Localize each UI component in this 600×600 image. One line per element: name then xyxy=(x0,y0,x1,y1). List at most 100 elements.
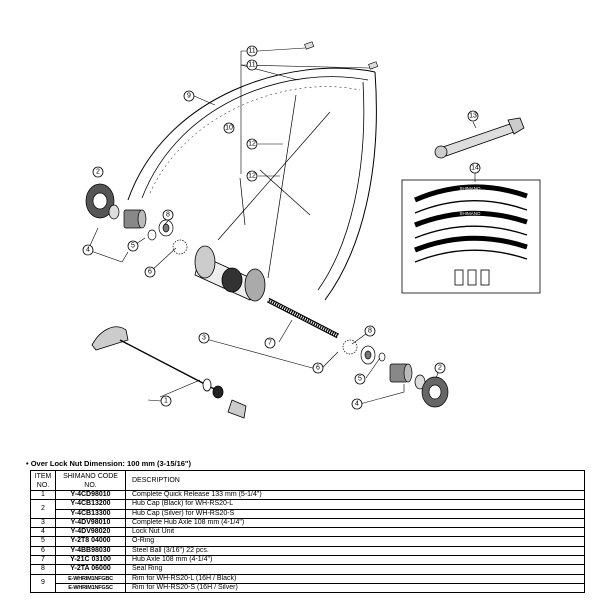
svg-text:2: 2 xyxy=(438,365,442,372)
table-header-row: ITEM NO. SHIMANO CODE NO. DESCRIPTION xyxy=(30,470,585,491)
code-no: E-WHRIM1NFGBC xyxy=(55,573,126,584)
code-no: Y-4CB13200 xyxy=(55,499,126,510)
callout-14 xyxy=(469,162,481,174)
description: Complete Hub Axle 108 mm (4-1/4") xyxy=(125,517,585,529)
spoke-nipple xyxy=(368,61,379,70)
callout-8-right xyxy=(364,325,376,337)
code-no: Y-4CD98010 xyxy=(55,489,126,501)
code-no: Y-2TA 06000 xyxy=(55,564,126,575)
sticker-label-top: SHIMANO xyxy=(459,186,481,191)
sticker-label-mid: SHIMANO xyxy=(459,211,481,216)
svg-text:7: 7 xyxy=(268,340,272,347)
item-no: 3 xyxy=(30,517,56,529)
description: Complete Quick Release 133 mm (5-1/4") xyxy=(125,489,585,501)
table-row: Y-4CB13300 Hub Cap (Silver) for WH-RS20-… xyxy=(31,508,585,519)
svg-text:4: 4 xyxy=(86,247,90,254)
description: O-Ring xyxy=(125,536,585,547)
code-no: Y-4DV98020 xyxy=(55,527,126,538)
svg-text:11: 11 xyxy=(248,48,255,55)
svg-text:5: 5 xyxy=(131,243,135,250)
description: Rim for WH-RS20-L (16H / Black) xyxy=(125,573,585,584)
quick-release xyxy=(91,326,247,419)
rim xyxy=(127,67,377,301)
callout-4-left xyxy=(82,244,94,256)
item-no: 9 xyxy=(30,573,56,594)
item-no: 7 xyxy=(30,555,56,566)
code-no: Y-4CB13300 xyxy=(55,508,126,519)
rim-sticker-set: SHIMANO SHIMANO xyxy=(401,179,541,294)
callout-12-bottom xyxy=(246,170,258,182)
callout-numbers: 11 11 9 10 12 12 2 8 4 5 6 3 7 8 5 6 2 4… xyxy=(86,48,479,408)
callout-10 xyxy=(223,122,235,134)
right-hub-parts xyxy=(342,339,449,408)
code-no: Y-2T8 04000 xyxy=(55,536,126,547)
svg-text:13: 13 xyxy=(469,113,477,120)
hub-axle xyxy=(266,297,340,339)
svg-text:5: 5 xyxy=(358,376,362,383)
svg-text:8: 8 xyxy=(166,212,170,219)
table-row: 1 Y-4CD98010 Complete Quick Release 133 … xyxy=(30,489,585,501)
item-no: 4 xyxy=(30,527,56,538)
item-no: 1 xyxy=(30,489,56,501)
table-row: 3 Y-4DV98010 Complete Hub Axle 108 mm (4… xyxy=(30,517,585,529)
svg-text:12: 12 xyxy=(248,141,256,148)
code-no: Y-21C 03100 xyxy=(55,555,126,566)
left-hub-parts xyxy=(85,183,188,255)
item-no: 5 xyxy=(30,536,56,547)
svg-text:6: 6 xyxy=(316,365,320,372)
description: Seal Ring xyxy=(125,564,585,575)
callout-12-top xyxy=(246,138,258,150)
table-row: E-WHRIM1NFGSC Rim for WH-RS20-S (16H / S… xyxy=(31,582,585,594)
description: Hub Axle 108 mm (4-1/4") xyxy=(125,555,585,566)
item-no: 8 xyxy=(30,564,56,575)
description: Hub Cap (Black) for WH-RS20-L xyxy=(125,499,585,510)
table-row: 9 E-WHRIM1NFGBC Rim for WH-RS20-L (16H /… xyxy=(30,573,585,594)
callout-1 xyxy=(160,395,172,407)
description: Hub Cap (Silver) for WH-RS20-S xyxy=(125,508,585,519)
svg-text:9: 9 xyxy=(187,93,191,100)
callout-11-top xyxy=(246,45,258,57)
table-row: 2 Y-4CB13200 Hub Cap (Black) for WH-RS20… xyxy=(30,499,585,519)
callout-9 xyxy=(183,90,195,102)
callout-4-right xyxy=(351,398,363,410)
description: Steel Ball (3/16") 22 pcs. xyxy=(125,545,585,557)
callout-6-right xyxy=(312,362,324,374)
svg-text:6: 6 xyxy=(148,269,152,276)
table-row: 7 Y-21C 03100 Hub Axle 108 mm (4-1/4") xyxy=(30,555,585,566)
hub-wrench xyxy=(434,117,525,159)
item-no: 6 xyxy=(30,545,56,557)
spoke-nipple xyxy=(304,41,315,50)
callout-8-left xyxy=(162,209,174,221)
svg-text:12: 12 xyxy=(248,173,256,180)
svg-text:3: 3 xyxy=(202,335,206,342)
hub-body xyxy=(194,245,266,302)
table-row: 5 Y-2T8 04000 O-Ring xyxy=(30,536,585,547)
callout-7 xyxy=(264,337,276,349)
code-no: Y-4BB98030 xyxy=(55,545,126,557)
header-item-no: ITEM NO. xyxy=(30,470,56,491)
leader-lines xyxy=(87,47,477,405)
description: Rim for WH-RS20-S (16H / Silver) xyxy=(125,582,585,594)
callout-11-mid xyxy=(246,59,258,71)
table-row: 8 Y-2TA 06000 Seal Ring xyxy=(30,564,585,575)
svg-text:10: 10 xyxy=(225,125,233,132)
svg-text:2: 2 xyxy=(96,169,100,176)
table-row: 4 Y-4DV98020 Lock Nut Unit xyxy=(30,527,585,538)
callout-3 xyxy=(198,332,210,344)
svg-text:1: 1 xyxy=(164,398,168,405)
header-description: DESCRIPTION xyxy=(125,470,585,491)
callout-2-left xyxy=(92,166,104,178)
exploded-wheel-diagram: SHIMANO SHIMANO xyxy=(82,41,541,419)
callout-5-right xyxy=(354,373,366,385)
code-no: E-WHRIM1NFGSC xyxy=(55,582,126,594)
parts-table: ITEM NO. SHIMANO CODE NO. DESCRIPTION 1 … xyxy=(30,470,585,594)
header-shimano-code: SHIMANO CODE NO. xyxy=(55,470,126,491)
callout-2-right xyxy=(434,362,446,374)
svg-text:11: 11 xyxy=(248,62,255,69)
spokes xyxy=(217,94,331,279)
svg-text:8: 8 xyxy=(368,328,372,335)
over-lock-nut-dimension: • Over Lock Nut Dimension: 100 mm (3-15/… xyxy=(26,459,191,468)
callouts xyxy=(82,45,481,410)
description: Lock Nut Unit xyxy=(125,527,585,538)
item-no: 2 xyxy=(30,499,56,519)
